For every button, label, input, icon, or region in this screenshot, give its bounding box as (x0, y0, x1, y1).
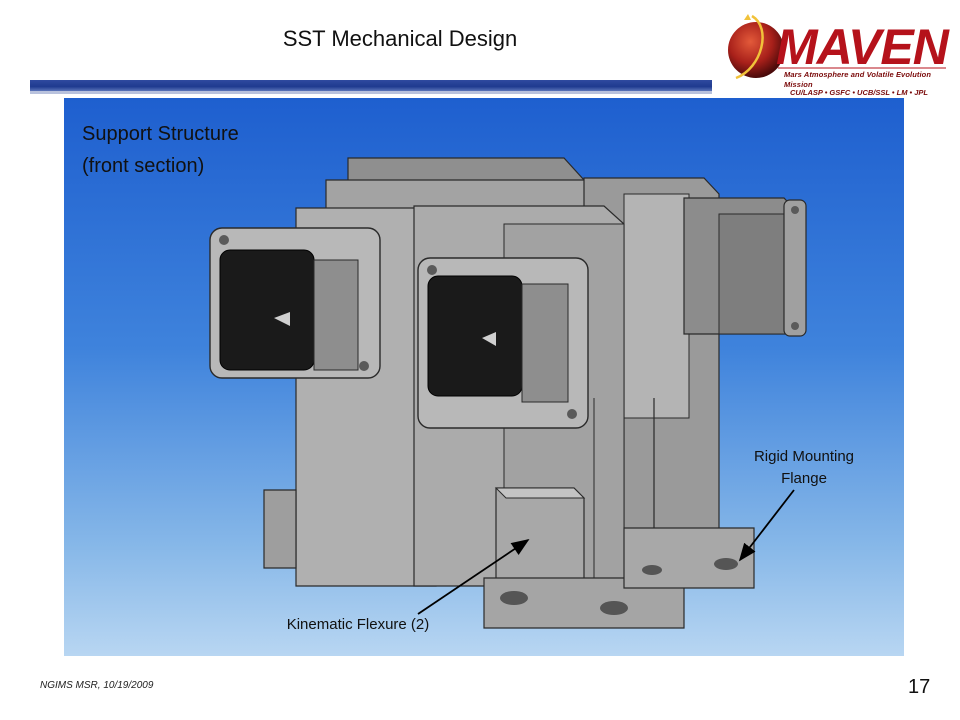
logo-partners: CU/LASP • GSFC • UCB/SSL • LM • JPL (790, 88, 929, 97)
logo-wordmark: MAVEN (776, 19, 950, 75)
flange-callout-arrow (738, 489, 795, 562)
title-bar-shadow (30, 91, 712, 94)
slide-footer: NGIMS MSR, 10/19/2009 (40, 680, 154, 691)
callout-arrows (417, 489, 795, 615)
flange-callout-line2: Flange (781, 470, 827, 487)
title-bar (30, 80, 712, 91)
flange-callout-label: Rigid Mounting Flange (724, 446, 884, 490)
flexure-callout-arrow (417, 538, 530, 615)
page-number: 17 (908, 676, 931, 698)
figure-title: Support Structure (front section) (82, 118, 239, 182)
slide-title: SST Mechanical Design (282, 26, 518, 51)
maven-logo: MAVEN (728, 14, 950, 80)
figure-title-line2: (front section) (82, 155, 205, 177)
flexure-callout-label: Kinematic Flexure (2) (286, 616, 430, 633)
mars-globe-icon (728, 22, 784, 78)
flange-callout-line1: Rigid Mounting (753, 448, 855, 465)
logo-tagline: Mars Atmosphere and Volatile Evolution M… (784, 70, 932, 89)
figure-title-line1: Support Structure (82, 123, 239, 145)
cad-figure: Support Structure (front section) (64, 98, 904, 656)
support-structure-render (209, 157, 807, 629)
